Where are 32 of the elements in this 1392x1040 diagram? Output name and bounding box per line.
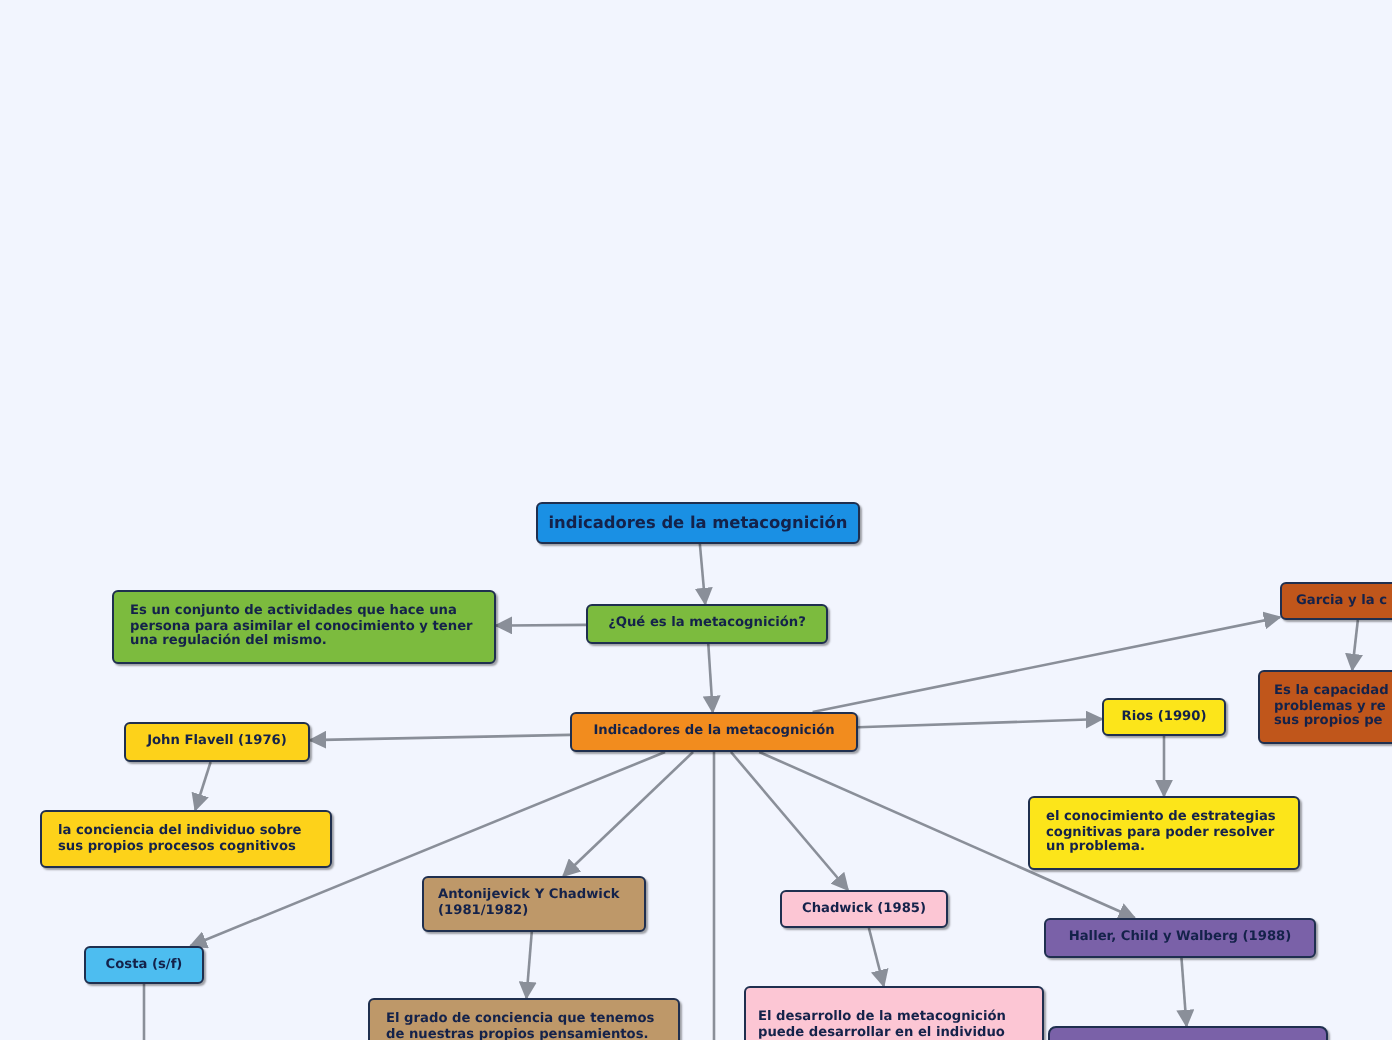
topic-box: [1044, 918, 1316, 958]
topic-box: [536, 502, 860, 544]
arrow: [518, 931, 537, 1000]
arrow: [694, 543, 713, 606]
topic-box: [1028, 796, 1300, 870]
arrow: [562, 751, 694, 878]
arrow: [758, 750, 1137, 920]
topic-box: [1258, 670, 1392, 744]
topic-box: [570, 712, 858, 752]
topic-text: indicadores de la metacognición: [548, 513, 848, 533]
topic-box: [112, 590, 496, 664]
arrow: [1345, 619, 1363, 672]
arrow: [1176, 957, 1195, 1028]
topic-box: [422, 876, 646, 932]
topic-box: [1280, 582, 1392, 620]
arrow: [857, 710, 1104, 729]
arrow: [191, 761, 212, 812]
arrow: [308, 730, 571, 749]
topic-box: [1102, 698, 1226, 736]
arrow: [702, 643, 721, 714]
arrow: [729, 751, 850, 892]
topic-box: [368, 998, 680, 1040]
arrow: [1155, 736, 1173, 798]
topic-box: [586, 604, 828, 644]
topic-box: [124, 722, 310, 762]
arrow: [188, 750, 666, 949]
topic-box: [84, 946, 204, 984]
topic-box: [780, 890, 948, 928]
topic-box: [40, 810, 332, 868]
arrow: [867, 927, 889, 988]
arrow: [812, 611, 1282, 714]
arrow: [494, 616, 586, 635]
